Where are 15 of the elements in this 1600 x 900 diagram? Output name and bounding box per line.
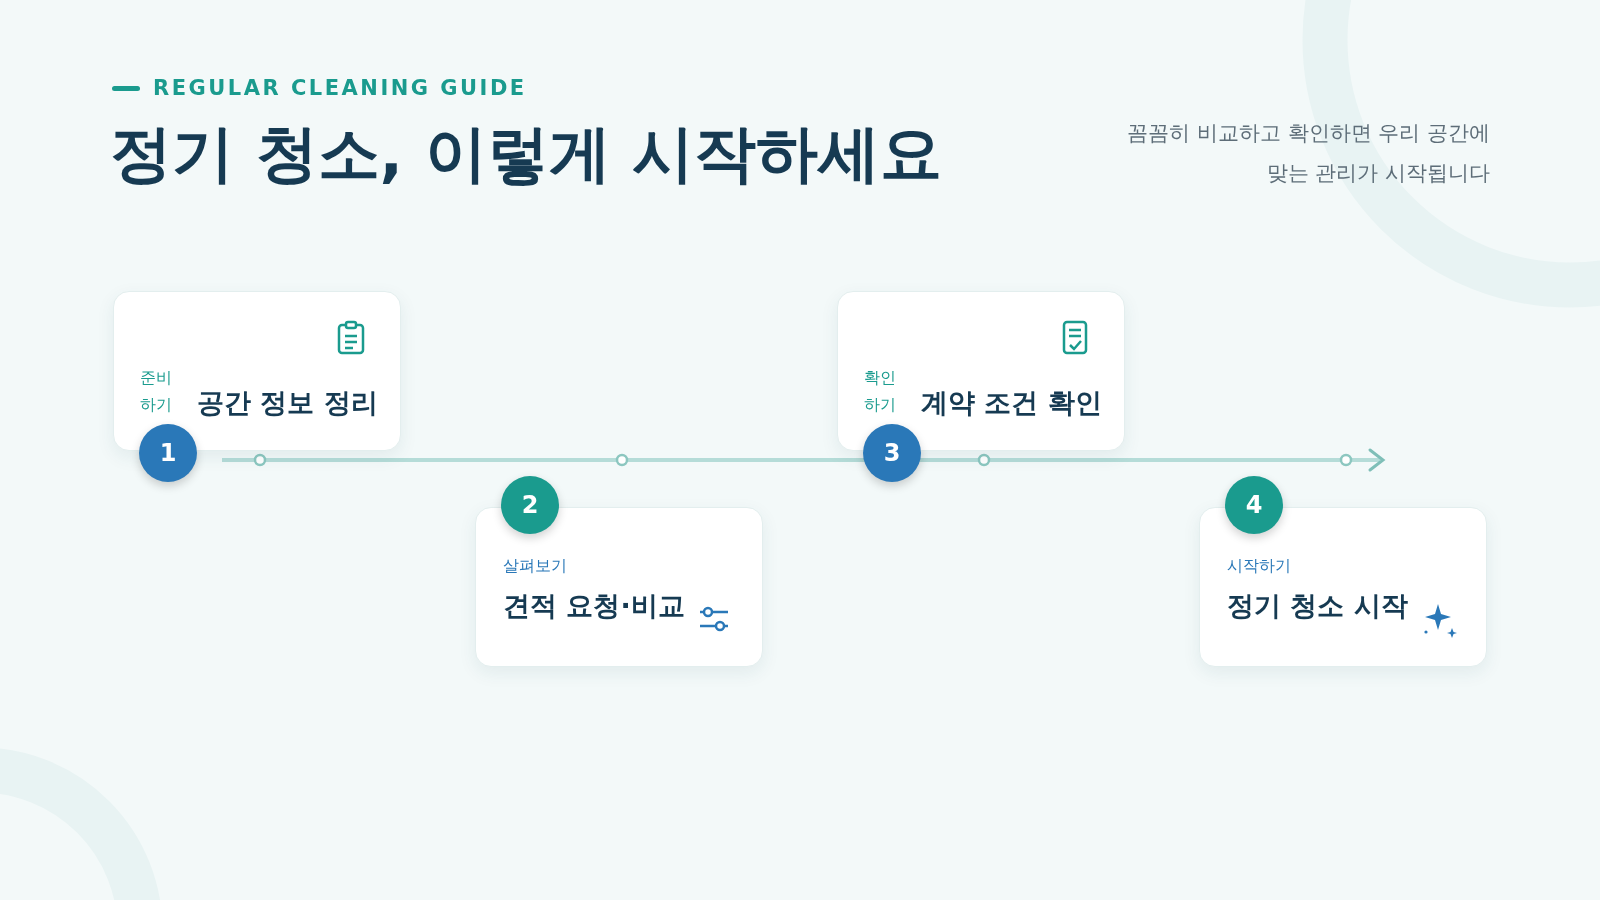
step-title: 계약 조건 확인 (921, 386, 1102, 420)
eyebrow-text: REGULAR CLEANING GUIDE (153, 76, 527, 100)
step-title: 공간 정보 정리 (197, 386, 378, 420)
step-label: 준비하기 (140, 367, 173, 416)
step-number: 2 (501, 476, 559, 534)
page-title: 정기 청소, 이렇게 시작하세요 (110, 116, 943, 192)
step-title: 견적 요청·비교 (503, 589, 685, 623)
step-title: 정기 청소 시작 (1227, 589, 1408, 623)
step-number: 4 (1225, 476, 1283, 534)
step-number: 3 (863, 424, 921, 482)
subtitle-text: 꼼꼼히 비교하고 확인하면 우리 공간에 맞는 관리가 시작됩니다 (1126, 120, 1490, 187)
step-label: 확인하기 (864, 367, 897, 416)
step-number: 1 (139, 424, 197, 482)
step-label: 살펴보기 (503, 556, 567, 577)
step-label: 시작하기 (1227, 556, 1291, 577)
